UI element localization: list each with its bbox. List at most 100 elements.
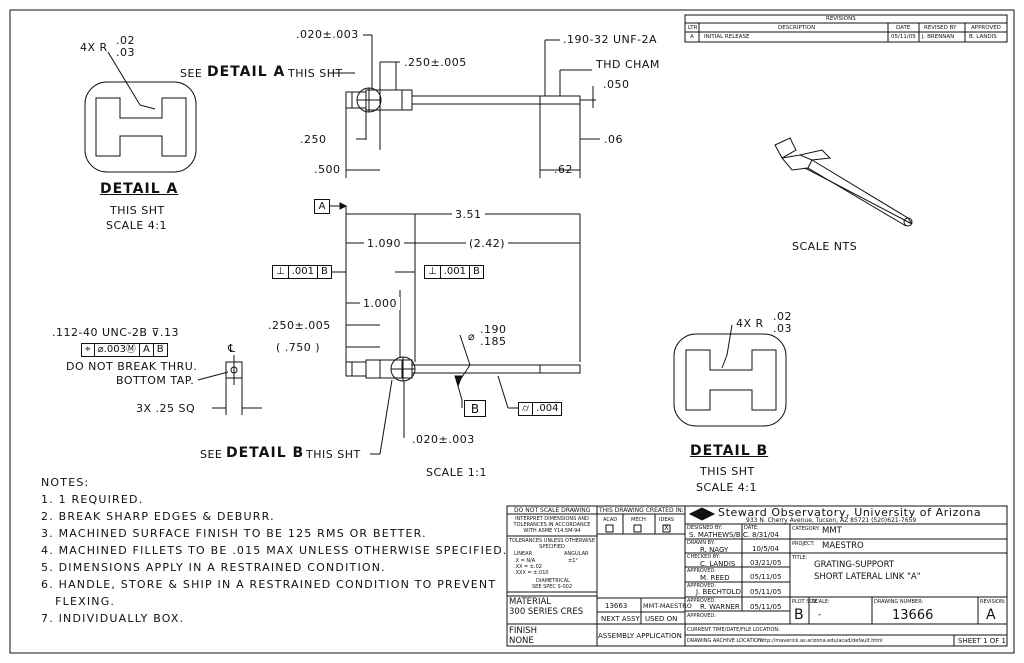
tb-address: 933 N. Cherry Avenue, Tucson, AZ 85721 (… [746,517,917,524]
position-icon: ⌖ [82,344,95,356]
tb-material: 300 SERIES CRES [509,607,584,617]
note-7: 7. INDIVIDUALLY BOX. [41,612,185,625]
main-dim-250-pm: .250±.005 [268,319,331,332]
tb-diametrical: DIAMETRICAL [536,578,570,584]
tb-scale: - [818,610,822,620]
detail-b-scale: SCALE 4:1 [696,481,757,494]
note-4: 4. MACHINED FILLETS TO BE .015 MAX UNLES… [41,544,508,557]
tb-approved3-date: 05/11/05 [750,603,782,611]
rev-row-approved: B. LANDIS [969,34,997,40]
tb-diam-ref: SEE SPEC S-002 [532,584,573,590]
top-dim-500: .500 [314,163,341,176]
detail-a-radius-upper: .02 [116,34,135,47]
note-1: 1. 1 REQUIRED. [41,493,144,506]
perp1-tolerance: .001 [289,266,318,278]
detail-a-scale: SCALE 4:1 [106,219,167,232]
observatory-logo-mark [690,508,714,520]
tb-finish-label: FINISH [509,626,538,636]
tb-ideas-check: X [664,524,669,532]
title-block-lines [507,506,1007,646]
main-scale: SCALE 1:1 [426,466,487,479]
note-6-cont: FLEXING. [41,595,116,608]
tb-plot-size: B [794,607,804,623]
tb-approved2-date: 05/11/05 [750,588,782,596]
tb-checked-date: 03/21/05 [750,559,782,567]
rev-row-date: 05/11/05 [891,34,916,40]
rev-row-description: INITIAL RELEASE [704,34,750,40]
tb-sheet: SHEET 1 OF 1 [958,637,1006,645]
tb-org-name: Steward Observatory, University of Arizo… [718,506,982,519]
tb-title-2: SHORT LATERAL LINK "A" [814,572,921,582]
tb-tol-title: TOLERANCES UNLESS OTHERWISE SPECIFIED [509,538,595,550]
tb-revision-label: REVISION: [980,599,1006,605]
rev-header-ltr: LTR [688,25,698,31]
note-5: 5. DIMENSIONS APPLY IN A RESTRAINED COND… [41,561,386,574]
tb-material-label: MATERIAL [509,597,552,607]
detail-a-sheet: THIS SHT [110,204,165,217]
iso-scale: SCALE NTS [792,240,858,253]
revisions-title: REVISIONS [826,16,856,22]
revision-block-lines [685,15,1007,42]
tb-interpret: INTERPRET DIMENSIONS AND TOLERANCES IN A… [513,516,591,534]
tb-drawn-date: 10/5/04 [752,545,779,553]
tb-sw-acad: ACAD [603,517,618,523]
main-dim-1000: 1.000 [360,297,400,310]
main-dim-242: (2.42) [466,237,509,250]
tb-drawn-by-label: DRAWN BY: [687,540,715,546]
position-tolerance: ⌀.003Ⓜ [95,344,140,356]
top-see-suffix: THIS SHT [288,67,343,80]
datum-a-box: A [314,199,330,214]
note-bottom-tap: BOTTOM TAP. [116,374,195,387]
rev-header-description: DESCRIPTION [778,25,816,31]
tb-designed-date: 8/31/04 [752,531,779,539]
tb-category: MMT [822,526,842,536]
main-dim-750: ( .750 ) [276,341,321,354]
detail-a-radius-label: 4X R [80,41,108,54]
tb-title-1: GRATING-SUPPORT [814,560,895,570]
rev-header-approved: APPROVED [971,25,1001,31]
note-do-not-break: DO NOT BREAK THRU. [66,360,198,373]
tb-approved2: J. BECHTOLD [696,588,741,596]
tb-assembly-app: ASSEMBLY APPLICATION [598,632,682,640]
datum-b-box: B [464,400,486,417]
detail-b-radius-lower: .03 [773,322,792,335]
perp2-tolerance: .001 [441,266,470,278]
rev-header-revised-by: REVISED BY [924,25,957,31]
rev-header-date: DATE [896,25,911,31]
perpendicularity-fcf-1: ⊥ .001 B [272,265,332,279]
bottom-see-prefix: SEE [200,448,223,461]
top-thread-callout: .190-32 UNF-2A [563,33,658,46]
tb-next-assy-num: 13663 [605,602,628,610]
iso-view-part [775,138,912,226]
tb-current-time-label: CURRENT TIME/DATE/FILE LOCATION: [687,627,780,633]
top-see-prefix: SEE [180,67,203,80]
bottom-see-suffix: THIS SHT [306,448,361,461]
top-dim-06: .06 [604,133,623,146]
main-dim-351: 3.51 [452,208,485,221]
centerline-symbol: ℄ [228,342,236,355]
tb-approved3-label: APPROVED: [687,598,716,604]
tb-used-on: USED ON [645,615,678,623]
tb-tol-angle: ±1° [568,558,578,564]
detail-a-profile [85,52,196,172]
tb-designed-by: S. MATHEWS/B.C. [689,531,751,539]
tb-approved3: R. WARNER [700,603,740,611]
tb-next-assy: NEXT ASSY [601,615,640,623]
note-3: 3. MACHINED SURFACE FINISH TO BE 125 RMS… [41,527,427,540]
notes-title: NOTES: [41,476,90,489]
perpendicularity-fcf-2: ⊥ .001 B [424,265,484,279]
tb-created-in: THIS DRAWING CREATED IN: [599,507,684,514]
tb-approved2-label: APPROVED: [687,583,716,589]
tb-tol-linear: LINEAR [514,551,533,557]
position-fcf: ⌖ ⌀.003Ⓜ A B [81,343,168,357]
perp1-datum: B [320,266,328,277]
diameter-upper: .190 [480,323,507,336]
detail-a-title: DETAIL A [100,181,179,197]
tap-callout: .112-40 UNC-2B ⊽.13 [52,326,179,339]
square-callout: 3X .25 SQ [136,402,196,415]
tb-tol-line-1: .X = N/A [514,558,536,564]
tb-project-label: PROJECT: [792,541,815,547]
top-dim-250: .250 [300,133,327,146]
note-2: 2. BREAK SHARP EDGES & DEBURR. [41,510,275,523]
